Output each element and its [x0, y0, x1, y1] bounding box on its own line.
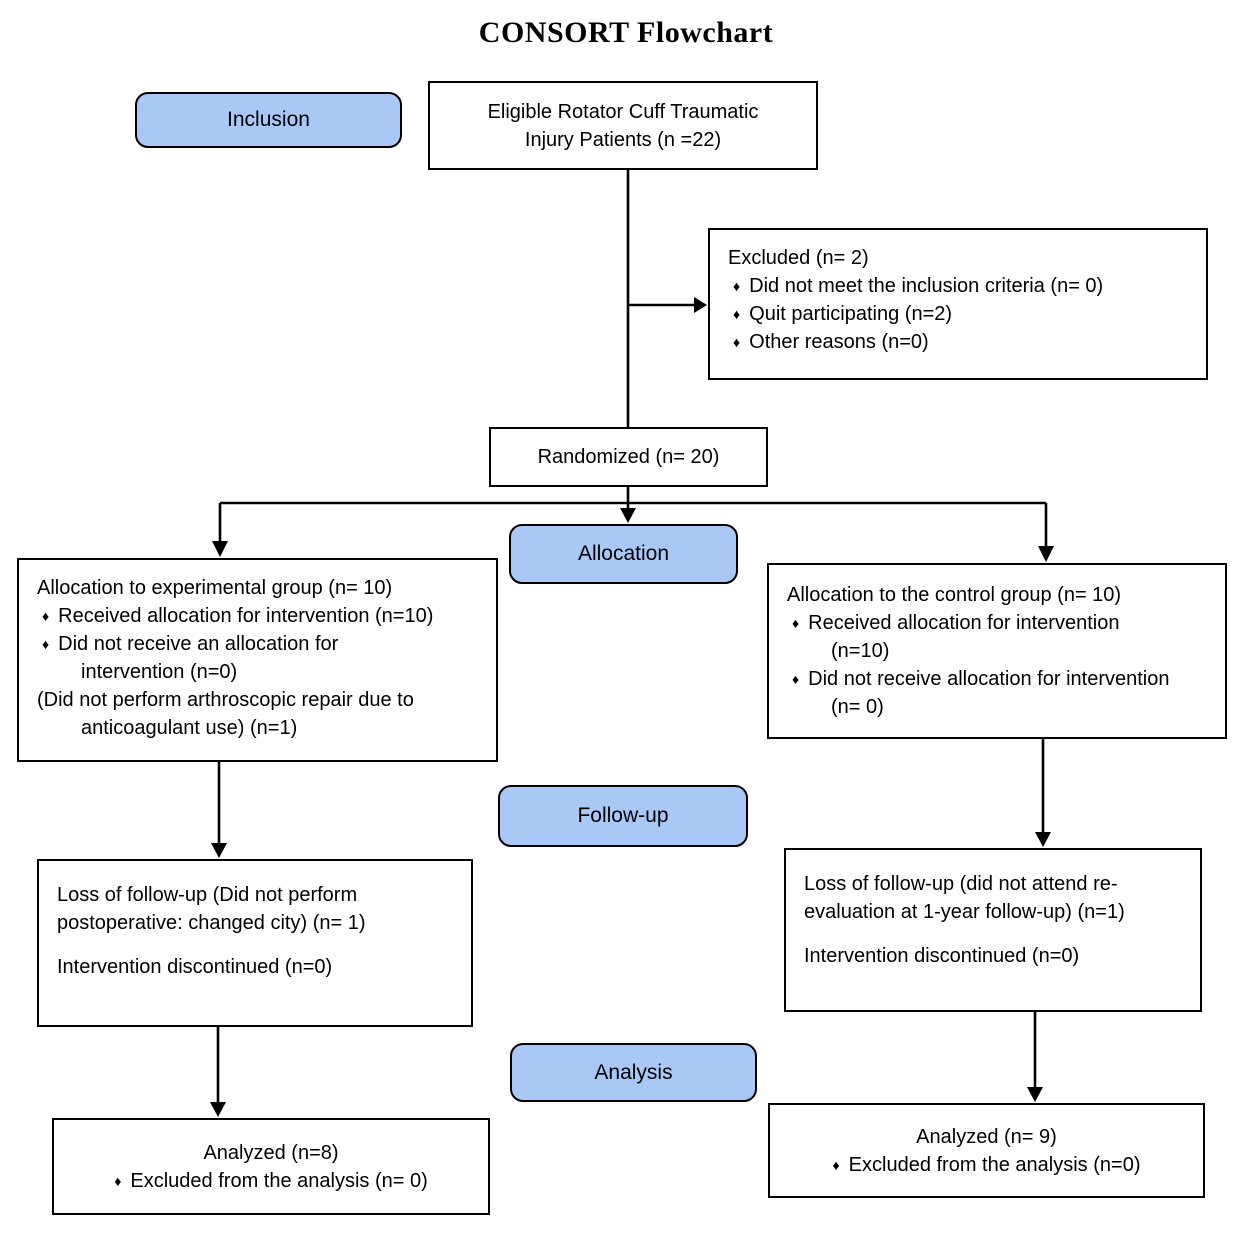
box-note-continuation: anticoagulant use) (n=1) — [81, 717, 298, 739]
diamond-bullet-icon: ♦ — [733, 334, 741, 350]
arrowhead-icon — [212, 541, 228, 557]
arrowhead-icon — [1035, 832, 1051, 847]
bullet-text: Did not meet the inclusion criteria (n= … — [749, 275, 1104, 297]
box-heading: Excluded (n= 2) — [728, 247, 869, 269]
box-note: (Did not perform arthroscopic repair due… — [37, 689, 414, 711]
bullet-item: ♦ Excluded from the analysis (n=0) — [778, 1151, 1195, 1179]
arrowhead-icon — [694, 297, 707, 313]
box-text-line: Intervention discontinued (n=0) — [57, 956, 333, 978]
arrowhead-icon — [1027, 1087, 1043, 1102]
flowchart-title: CONSORT Flowchart — [478, 16, 774, 49]
stage-label-allocation: Allocation — [509, 524, 738, 584]
allocation-experimental-box: Allocation to experimental group (n= 10)… — [17, 558, 498, 762]
stage-label-text: Inclusion — [227, 108, 310, 131]
stage-label-text: Allocation — [577, 542, 670, 565]
analyzed-experimental-box: Analyzed (n=8) ♦ Excluded from the analys… — [52, 1118, 490, 1215]
arrowhead-icon — [620, 508, 636, 523]
bullet-item: ♦ Did not receive an allocation for — [37, 630, 484, 658]
bullet-text: Excluded from the analysis (n=0) — [848, 1153, 1141, 1176]
bullet-text: Did not receive allocation for intervent… — [808, 668, 1170, 690]
bullet-text: Received allocation for intervention — [808, 612, 1120, 634]
diamond-bullet-icon: ♦ — [42, 636, 50, 652]
diamond-bullet-icon: ♦ — [114, 1172, 122, 1189]
bullet-continuation: (n= 0) — [831, 696, 884, 718]
bullet-text: Quit participating (n=2) — [749, 303, 953, 325]
bullet-item: ♦ Did not receive allocation for interven… — [787, 665, 1213, 693]
box-text-line: Loss of follow-up (Did not perform — [57, 884, 358, 906]
bullet-item: ♦ Received allocation for intervention (n… — [37, 602, 484, 630]
box-text-line: Analyzed (n=8) — [203, 1141, 339, 1164]
box-text-line: postoperative: changed city) (n= 1) — [57, 912, 366, 934]
bullet-text: Did not receive an allocation for — [58, 633, 339, 655]
stage-label-text: Follow-up — [577, 804, 669, 827]
bullet-item: ♦ Did not meet the inclusion criteria (n=… — [728, 272, 1194, 300]
analyzed-control-box: Analyzed (n= 9) ♦ Excluded from the analy… — [768, 1103, 1205, 1198]
bullet-item: ♦ Excluded from the analysis (n= 0) — [62, 1167, 480, 1195]
allocation-control-box: Allocation to the control group (n= 10) … — [767, 563, 1227, 739]
diamond-bullet-icon: ♦ — [733, 306, 741, 322]
box-text-line: Eligible Rotator Cuff Traumatic — [487, 100, 759, 123]
eligible-patients-box: Eligible Rotator Cuff Traumatic Injury P… — [428, 81, 818, 170]
diamond-bullet-icon: ♦ — [792, 671, 800, 687]
bullet-item: ♦ Quit participating (n=2) — [728, 300, 1194, 328]
followup-experimental-box: Loss of follow-up (Did not perform posto… — [37, 859, 473, 1027]
bullet-item: ♦ Other reasons (n=0) — [728, 328, 1194, 356]
arrowhead-icon — [211, 843, 227, 858]
stage-label-followup: Follow-up — [498, 785, 748, 847]
bullet-item: ♦ Received allocation for intervention — [787, 609, 1213, 637]
box-text-line: Randomized (n= 20) — [537, 446, 720, 468]
arrowhead-icon — [210, 1102, 226, 1117]
bullet-text: Excluded from the analysis (n= 0) — [130, 1169, 428, 1192]
box-text-line: Intervention discontinued (n=0) — [804, 945, 1080, 967]
bullet-text: Other reasons (n=0) — [749, 331, 929, 353]
arrowhead-icon — [1038, 546, 1054, 562]
stage-label-analysis: Analysis — [510, 1043, 757, 1102]
box-text-line: Loss of follow-up (did not attend re- — [804, 873, 1118, 895]
randomized-box: Randomized (n= 20) — [489, 427, 768, 487]
bullet-continuation: (n=10) — [831, 640, 890, 662]
diamond-bullet-icon: ♦ — [733, 278, 741, 294]
diamond-bullet-icon: ♦ — [792, 615, 800, 631]
box-text-line: Injury Patients (n =22) — [524, 128, 722, 151]
bullet-continuation: intervention (n=0) — [81, 661, 238, 683]
box-text-line: evaluation at 1-year follow-up) (n=1) — [804, 901, 1125, 923]
stage-label-text: Analysis — [594, 1060, 673, 1084]
box-heading: Allocation to experimental group (n= 10) — [37, 577, 393, 599]
diamond-bullet-icon: ♦ — [42, 608, 50, 624]
excluded-box: Excluded (n= 2) ♦ Did not meet the inclus… — [708, 228, 1208, 380]
stage-label-inclusion: Inclusion — [135, 92, 402, 148]
followup-control-box: Loss of follow-up (did not attend re- ev… — [784, 848, 1202, 1012]
box-text-line: Analyzed (n= 9) — [916, 1125, 1057, 1148]
box-heading: Allocation to the control group (n= 10) — [787, 584, 1122, 606]
bullet-text: Received allocation for intervention (n=… — [58, 605, 434, 627]
diamond-bullet-icon: ♦ — [832, 1156, 840, 1173]
